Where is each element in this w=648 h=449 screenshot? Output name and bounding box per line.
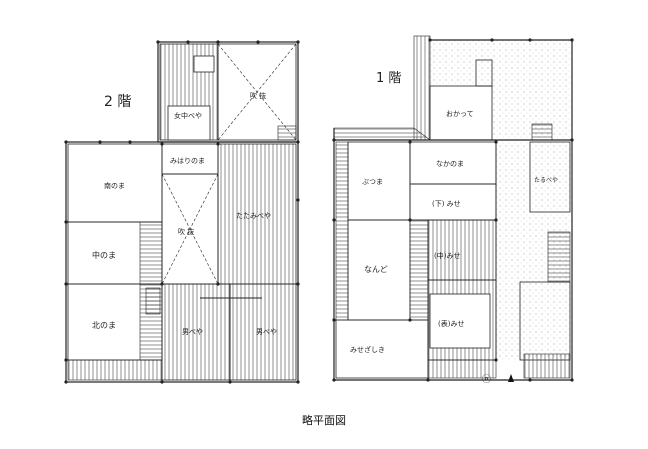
room-naka-mise: (中)みせ [434,251,460,260]
entrance-arrow-icon [508,374,514,382]
room-otoko-beya-right: 男べや [256,328,277,336]
room-miharinoma: みはりのま [170,157,205,165]
ground-floor-posts [332,38,574,382]
room-shita-mise: (下) みせ [432,200,461,208]
compass-icon: ⓝ [482,374,491,385]
upper-main-block-wall [65,141,299,383]
ground-floor-doma [430,40,572,360]
ground-floor-plan [333,35,573,381]
room-nakanoma: なかのま [436,160,464,168]
upper-floor-plan [65,41,299,383]
room-nando: なんど [364,265,388,274]
room-kita-noma: 北のま [92,321,116,330]
room-otoko-beya-left: 男べや [182,328,203,336]
room-fukinuke-mid: 吹 抜 [178,227,194,236]
figure-caption: 略平面図 [302,414,346,427]
room-minami-noma: 南のま [104,181,125,190]
room-kami-mise: (表)みせ [438,319,464,328]
ground-floor-label: 1 階 [376,71,401,86]
room-fukinuke-top: 吹 抜 [250,91,266,100]
upper-floor-posts [64,40,300,384]
room-tarubeya: たるべや [534,176,558,184]
room-okatte: おかって [446,110,474,118]
room-misezashiki: みせざしき [350,345,385,354]
room-jochu-beya: 女中べや [174,111,202,120]
room-tatami-beya: たたみべや [236,212,271,220]
room-naka-noma: 中のま [92,250,116,260]
upper-floor-label: 2 階 [104,94,131,110]
room-butsuma: ぶつま [362,178,383,186]
